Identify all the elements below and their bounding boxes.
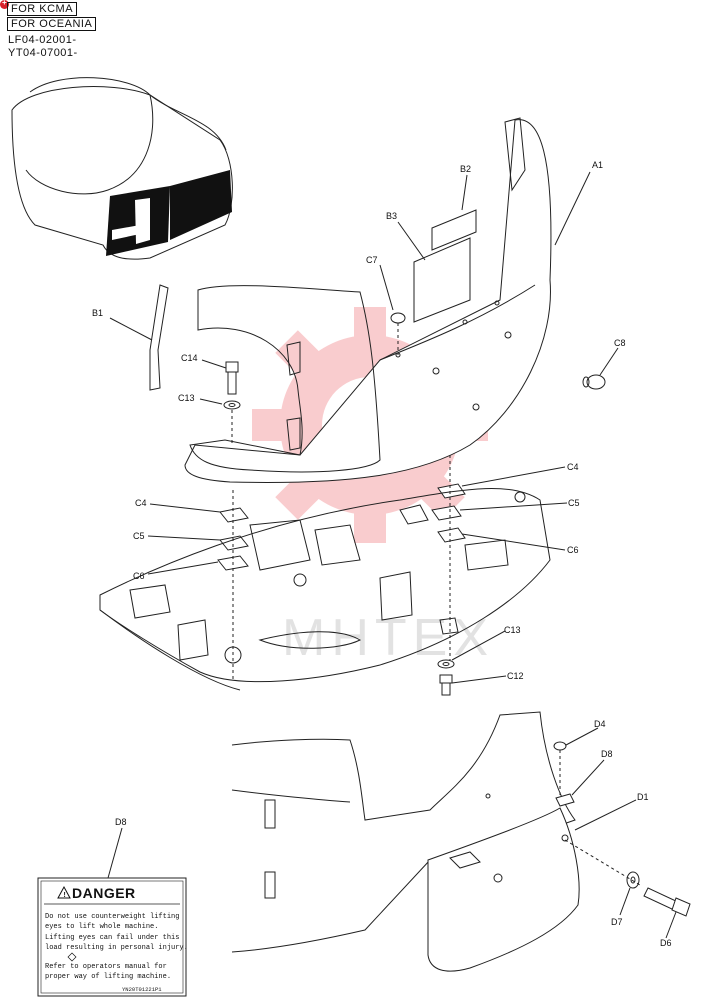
serial-range-2: YT04-07001- — [8, 47, 78, 59]
counterweight-a1 — [184, 117, 552, 484]
danger-line-5: Refer to operators manual for — [45, 963, 167, 971]
callout-a1: A1 — [592, 160, 603, 170]
danger-line-6: proper way of lifting machine. — [45, 973, 171, 981]
callout-d7: D7 — [611, 917, 623, 927]
callout-c5-left: C5 — [133, 531, 145, 541]
bolt-c12 — [439, 674, 453, 696]
red-pin-badge: + — [0, 0, 9, 9]
callout-b2: B2 — [460, 164, 471, 174]
callout-c4-left: C4 — [135, 498, 147, 508]
info-diamond-icon — [67, 952, 77, 962]
callout-c8: C8 — [614, 338, 626, 348]
callout-c14: C14 — [181, 353, 198, 363]
lower-detail-view — [231, 711, 576, 953]
danger-line-3: Lifting eyes can fail under this — [45, 934, 179, 942]
shims-left — [217, 490, 249, 680]
callout-c6-left: C6 — [133, 571, 145, 581]
watermark-text: MHTEX — [282, 609, 494, 667]
plate-b3 — [413, 237, 471, 323]
svg-text:!: ! — [63, 892, 67, 900]
callout-b3: B3 — [386, 211, 397, 221]
plug-c8 — [582, 374, 606, 390]
bolt-d6 — [564, 839, 691, 917]
callout-c6-right: C6 — [567, 545, 579, 555]
excavator-cab-thumbnail — [11, 77, 233, 260]
header-box-kcma: FOR KCMA — [7, 2, 78, 16]
callout-d8-label: D8 — [115, 817, 127, 827]
shims-right — [431, 455, 466, 660]
danger-line-4: load resulting in personal injury. — [45, 944, 188, 952]
danger-title: DANGER — [72, 885, 136, 901]
upper-frame — [99, 488, 551, 691]
header-line-2: FOR OCEANIA — [7, 17, 97, 31]
pin-glyph: + — [2, 0, 7, 7]
callout-d1: D1 — [637, 792, 649, 802]
bracket-b1 — [149, 284, 169, 391]
plate-b2 — [431, 209, 477, 251]
danger-line-1: Do not use counterweight lifting — [45, 913, 179, 921]
danger-part-number: YN20T01221P1 — [122, 986, 162, 993]
plug-c7 — [390, 312, 406, 355]
serial-range-1: LF04-02001- — [8, 34, 77, 46]
callout-b1: B1 — [92, 308, 103, 318]
warning-triangle-icon: ! — [57, 885, 71, 900]
plate-d8-small — [555, 793, 575, 807]
callout-c4-right: C4 — [567, 462, 579, 472]
washer-d7 — [626, 871, 640, 889]
washer-c13-upper — [223, 400, 241, 445]
plug-d4 — [553, 741, 567, 800]
callout-c7: C7 — [366, 255, 378, 265]
header-box-oceania: FOR OCEANIA — [7, 17, 97, 31]
callout-c12: C12 — [507, 671, 524, 681]
callout-d4: D4 — [594, 719, 606, 729]
callout-d6: D6 — [660, 938, 672, 948]
leader-lines — [107, 171, 677, 939]
counterweight-d1 — [427, 793, 580, 972]
bolt-c14 — [225, 361, 239, 395]
danger-decal: ! DANGER Do not use counterweight liftin… — [37, 877, 188, 997]
callout-c13-lower: C13 — [504, 625, 521, 635]
washer-c13-lower — [437, 659, 455, 669]
danger-line-2: eyes to lift whole machine. — [45, 923, 158, 931]
callout-c5-right: C5 — [568, 498, 580, 508]
callout-c13-upper: C13 — [178, 393, 195, 403]
header-line-1: FOR KCMA — [7, 2, 78, 16]
callout-d8-upper: D8 — [601, 749, 613, 759]
